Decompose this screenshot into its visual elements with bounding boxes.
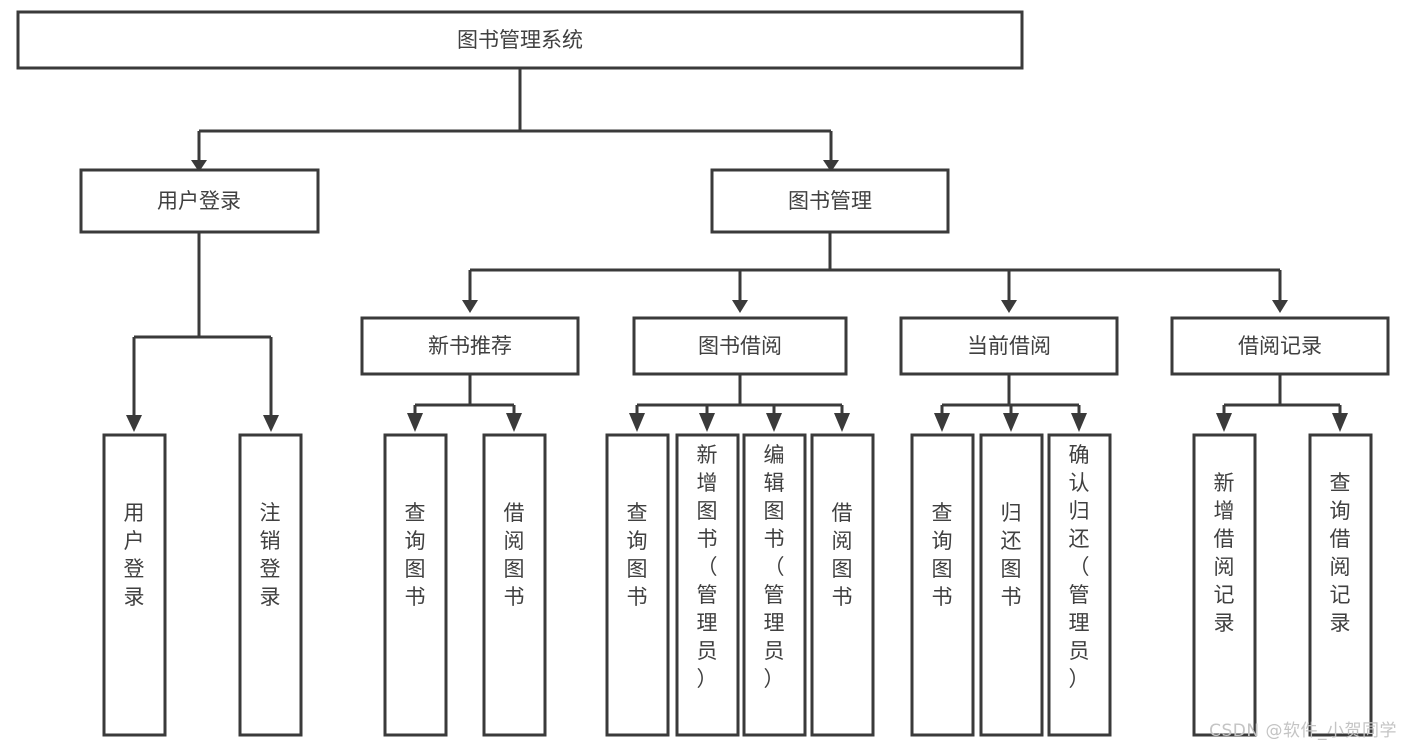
node-borrow-record-box[interactable]: [1170, 316, 1390, 376]
arrow-to-new-book-rec: [462, 300, 478, 313]
node-leaf-edit-book-box[interactable]: [742, 433, 807, 737]
node-leaf-query-book-2-label: 查询图书: [627, 501, 648, 609]
edge-userlogin-trunk: [132, 232, 273, 418]
node-current-borrow-box[interactable]: [899, 316, 1119, 376]
arrow-to-borrow-record: [1272, 300, 1288, 313]
node-leaf-query-record-box[interactable]: [1308, 433, 1373, 737]
node-leaf-logout[interactable]: 注销登录: [238, 433, 303, 737]
node-leaf-add-book-label: 新增图书（管理员）: [697, 443, 718, 691]
arrow-to-book-manage: [823, 160, 839, 172]
node-leaf-user-login-box[interactable]: [102, 433, 167, 737]
node-leaf-add-record[interactable]: 新增借阅记录: [1192, 433, 1257, 737]
node-book-manage-label: 图书管理: [788, 189, 872, 213]
edge-currentborrow-trunk: [940, 374, 1081, 418]
node-leaf-add-record-label: 新增借阅记录: [1214, 471, 1235, 635]
node-leaf-borrow-book-2-label: 借阅图书: [832, 501, 853, 609]
node-leaf-edit-book[interactable]: 编辑图书（管理员）: [742, 433, 807, 737]
csdn-watermark: CSDN @软件_小贺同学: [1209, 721, 1397, 741]
node-leaf-borrow-book-1-label: 借阅图书: [504, 501, 525, 609]
node-leaf-logout-box[interactable]: [238, 433, 303, 737]
node-root-label: 图书管理系统: [457, 28, 583, 52]
node-leaf-borrow-book-1[interactable]: 借阅图书: [482, 433, 547, 737]
arrow-to-book-borrow: [732, 300, 748, 313]
node-user-login[interactable]: 用户登录: [79, 168, 320, 234]
node-book-manage[interactable]: 图书管理: [710, 168, 950, 234]
node-leaf-query-book-1-box[interactable]: [383, 433, 448, 737]
arrow-to-leaf-query-book-1: [407, 413, 423, 432]
node-leaf-user-login[interactable]: 用户登录: [102, 433, 167, 737]
node-borrow-record[interactable]: 借阅记录: [1170, 316, 1390, 376]
node-current-borrow-label: 当前借阅: [967, 334, 1051, 358]
node-leaf-borrow-book-1-box[interactable]: [482, 433, 547, 737]
arrow-to-user-login: [191, 160, 207, 172]
node-leaf-query-book-1[interactable]: 查询图书: [383, 433, 448, 737]
node-current-borrow[interactable]: 当前借阅: [899, 316, 1119, 376]
arrow-to-leaf-add-book: [699, 413, 715, 432]
node-user-login-box[interactable]: [79, 168, 320, 234]
node-leaf-confirm-return[interactable]: 确认归还（管理员）: [1047, 433, 1112, 737]
node-leaf-confirm-return-label: 确认归还（管理员）: [1069, 443, 1090, 691]
node-leaf-return-book[interactable]: 归还图书: [979, 433, 1044, 737]
arrow-to-leaf-edit-book: [766, 413, 782, 432]
arrow-to-leaf-query-record: [1332, 413, 1348, 432]
node-new-book-rec-box[interactable]: [360, 316, 580, 376]
node-book-borrow[interactable]: 图书借阅: [632, 316, 848, 376]
node-root[interactable]: 图书管理系统: [16, 10, 1024, 70]
node-leaf-query-record[interactable]: 查询借阅记录: [1308, 433, 1373, 737]
arrow-to-leaf-query-book-3: [934, 413, 950, 432]
node-new-book-rec-label: 新书推荐: [428, 334, 512, 358]
node-new-book-rec[interactable]: 新书推荐: [360, 316, 580, 376]
arrow-to-leaf-borrow-book-2: [834, 413, 850, 432]
node-leaf-add-book-box[interactable]: [675, 433, 740, 737]
arrow-to-leaf-borrow-book-1: [506, 413, 522, 432]
arrow-to-current-borrow: [1001, 300, 1017, 313]
node-book-manage-box[interactable]: [710, 168, 950, 234]
arrow-to-leaf-user-login: [126, 415, 142, 432]
node-book-borrow-label: 图书借阅: [698, 334, 782, 358]
node-root-box[interactable]: [16, 10, 1024, 70]
edge-root-trunk: [197, 68, 833, 160]
node-leaf-return-book-label: 归还图书: [1001, 501, 1022, 609]
arrow-to-leaf-return-book: [1003, 413, 1019, 432]
arrow-to-leaf-logout: [263, 415, 279, 432]
node-leaf-borrow-book-2[interactable]: 借阅图书: [810, 433, 875, 737]
node-leaf-query-record-label: 查询借阅记录: [1330, 471, 1351, 635]
node-leaf-query-book-2-box[interactable]: [605, 433, 670, 737]
connector-layer: [126, 68, 1348, 432]
edge-bookborrow-trunk: [635, 374, 844, 418]
node-leaf-borrow-book-2-box[interactable]: [810, 433, 875, 737]
arrow-to-leaf-add-record: [1216, 413, 1232, 432]
node-book-borrow-box[interactable]: [632, 316, 848, 376]
node-leaf-user-login-label: 用户登录: [124, 501, 145, 609]
node-user-login-label: 用户登录: [157, 189, 241, 213]
node-leaf-confirm-return-box[interactable]: [1047, 433, 1112, 737]
edge-newbookrec-trunk: [413, 374, 516, 418]
edge-bookmanage-trunk: [468, 232, 1282, 300]
node-leaf-query-book-1-label: 查询图书: [405, 501, 426, 609]
node-leaf-edit-book-label: 编辑图书（管理员）: [764, 443, 785, 691]
node-leaf-query-book-3-label: 查询图书: [932, 501, 953, 609]
node-leaf-add-record-box[interactable]: [1192, 433, 1257, 737]
arrow-to-leaf-query-book-2: [629, 413, 645, 432]
node-leaf-return-book-box[interactable]: [979, 433, 1044, 737]
node-leaf-query-book-3[interactable]: 查询图书: [910, 433, 975, 737]
node-borrow-record-label: 借阅记录: [1238, 334, 1322, 358]
node-leaf-add-book[interactable]: 新增图书（管理员）: [675, 433, 740, 737]
leaf-layer: 用户登录 注销登录 查询图书 借阅图书 查询图书 新增图书（管理员）: [102, 433, 1373, 737]
arrow-to-leaf-confirm-return: [1071, 413, 1087, 432]
node-leaf-query-book-2[interactable]: 查询图书: [605, 433, 670, 737]
edge-borrowrecord-trunk: [1222, 374, 1342, 418]
node-leaf-logout-label: 注销登录: [260, 501, 281, 609]
node-leaf-query-book-3-box[interactable]: [910, 433, 975, 737]
